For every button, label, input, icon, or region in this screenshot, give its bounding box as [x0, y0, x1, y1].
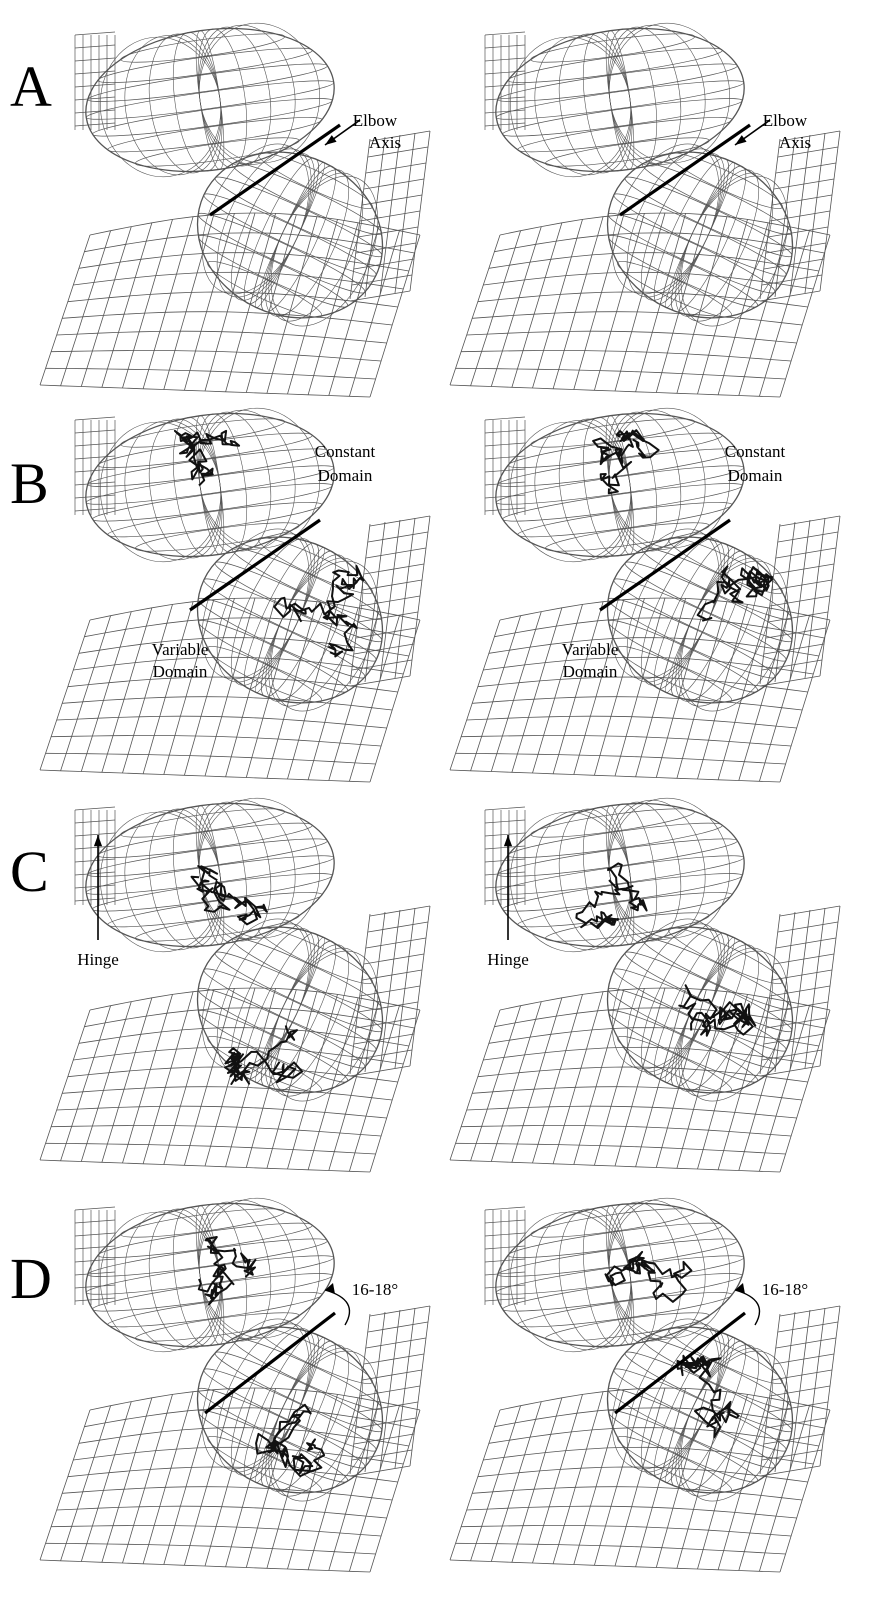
mesh-surface — [40, 1388, 420, 1572]
label-axis: Axis — [779, 133, 811, 152]
mesh-flap — [350, 906, 430, 1076]
panel-d-left-view: 16-18° — [40, 1188, 430, 1572]
label-variable: Variable — [562, 640, 619, 659]
envelope-end-cap — [75, 417, 115, 515]
panel-d-right-view: 16-18° — [450, 1188, 840, 1572]
elbow-axis-line — [620, 125, 750, 215]
label-constant: Constant — [315, 442, 376, 461]
mesh-surface — [450, 213, 830, 397]
mesh-flap — [350, 131, 430, 301]
label-rotation-angle: 16-18° — [352, 1280, 398, 1299]
envelope-end-cap — [485, 32, 525, 130]
label-variable: Variable — [152, 640, 209, 659]
label-elbow: Elbow — [763, 111, 808, 130]
label-hinge: Hinge — [77, 950, 119, 969]
label-constant: Constant — [725, 442, 786, 461]
mesh-flap — [760, 906, 840, 1076]
mesh-surface — [40, 988, 420, 1172]
mesh-flap — [350, 1306, 430, 1476]
mesh-surface — [40, 598, 420, 782]
variable-domain-trace — [679, 985, 755, 1035]
label-domain-variable: Domain — [153, 662, 208, 681]
elbow-axis-line — [210, 125, 340, 215]
mesh-flap — [760, 131, 840, 301]
mesh-flap — [350, 516, 430, 686]
constant-domain-trace — [175, 431, 239, 486]
label-elbow: Elbow — [353, 111, 398, 130]
envelope-end-cap — [75, 32, 115, 130]
mesh-surface — [40, 213, 420, 397]
envelope-end-cap — [485, 807, 525, 905]
envelope-end-cap — [485, 417, 525, 515]
label-rotation-angle: 16-18° — [762, 1280, 808, 1299]
envelope-end-cap — [75, 807, 115, 905]
mesh-flap — [760, 1306, 840, 1476]
envelope-end-cap — [485, 1207, 525, 1305]
constant-domain-trace — [576, 863, 646, 928]
label-axis: Axis — [369, 133, 401, 152]
panel-c-right-view: Hinge — [450, 788, 840, 1172]
mesh-surface — [450, 988, 830, 1172]
mesh-surface — [450, 1388, 830, 1572]
mesh-flap — [760, 516, 840, 686]
panel-c-left-view: Hinge — [40, 788, 430, 1172]
constant-domain-trace — [192, 866, 267, 924]
label-domain-variable: Domain — [563, 662, 618, 681]
mesh-surface — [450, 598, 830, 782]
label-domain-constant: Domain — [728, 466, 783, 485]
label-hinge: Hinge — [487, 950, 529, 969]
label-domain-constant: Domain — [318, 466, 373, 485]
envelope-end-cap — [75, 1207, 115, 1305]
